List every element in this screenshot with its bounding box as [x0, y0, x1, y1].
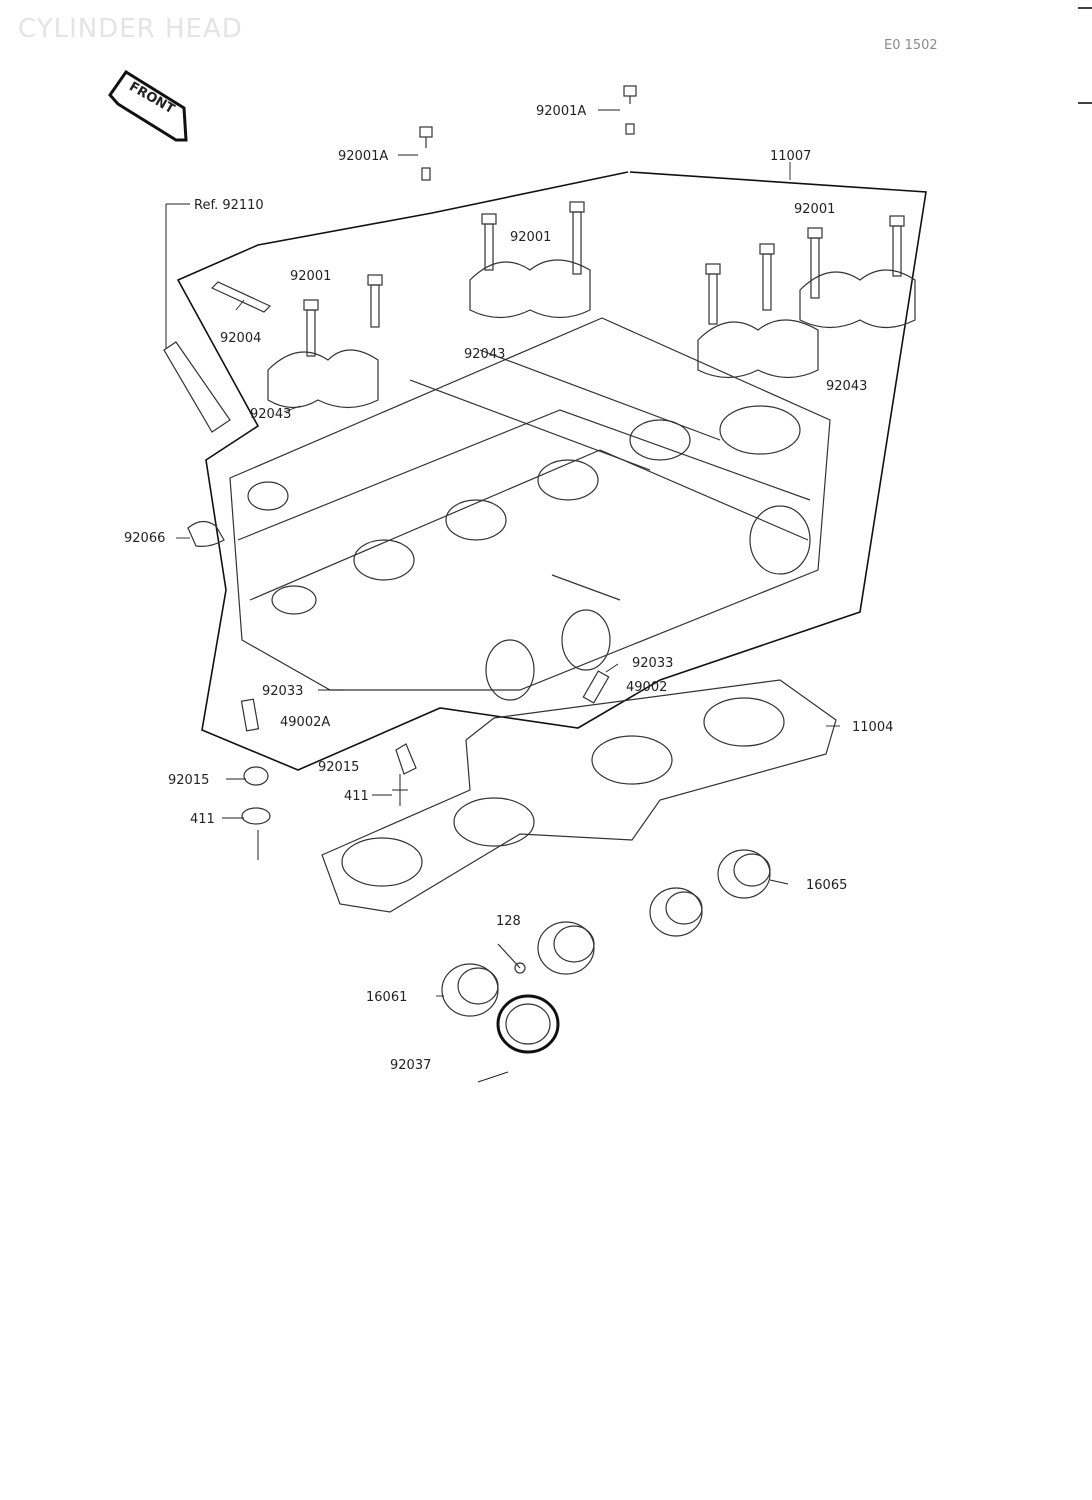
part-label-49002A: 49002A — [280, 715, 330, 730]
diagram-title: CYLINDER HEAD — [18, 14, 243, 44]
camshaft-cap-right-b — [799, 269, 916, 329]
bolt-92001-right — [705, 215, 905, 325]
part-label-92001-right: 92001 — [794, 202, 835, 217]
part-label-11004: 11004 — [852, 720, 893, 735]
screw-128 — [497, 943, 526, 974]
head-gasket-11004 — [321, 679, 837, 913]
part-label-92037: 92037 — [390, 1058, 431, 1073]
part-label-92043-center: 92043 — [464, 347, 505, 362]
part-label-92043-right: 92043 — [826, 379, 867, 394]
part-label-11007: 11007 — [770, 149, 811, 164]
part-label-92001-left: 92001 — [290, 269, 331, 284]
part-label-92015-center: 92015 — [318, 760, 359, 775]
part-label-411-left: 411 — [190, 812, 215, 827]
camshaft-cap-right-a — [697, 319, 819, 379]
part-label-128: 128 — [496, 914, 521, 929]
part-label-92015-left: 92015 — [168, 773, 209, 788]
camshaft-cap-left — [267, 349, 379, 409]
fitting-92015-left — [241, 766, 271, 860]
part-label-92001A-top: 92001A — [536, 104, 586, 119]
part-label-16065: 16065 — [806, 878, 847, 893]
bolt-92001-center — [481, 201, 585, 275]
leader-lines — [166, 109, 840, 997]
plug-92066 — [187, 520, 225, 547]
intake-holder-16061 — [441, 921, 595, 1017]
bolt-92001A-left — [419, 126, 433, 181]
part-label-411-center: 411 — [344, 789, 369, 804]
dowel-pin-92033-right — [582, 670, 610, 704]
bolt-92001-left — [303, 274, 383, 357]
dowel-pin-92033-left — [240, 698, 260, 732]
clamp-92037 — [477, 994, 560, 1083]
part-label-ref: Ref. 92110 — [194, 198, 264, 213]
assembly-boundary-outline — [176, 171, 927, 771]
intake-holder-16065 — [649, 849, 771, 937]
spark-plug-ref — [163, 204, 231, 433]
part-label-92001-center: 92001 — [510, 230, 551, 245]
bolt-92001A-top — [623, 85, 637, 135]
camshaft-cap-center — [469, 259, 591, 319]
part-label-92033-left: 92033 — [262, 684, 303, 699]
stud-92004 — [210, 281, 272, 313]
part-label-92004: 92004 — [220, 331, 261, 346]
front-direction-badge: FRONT — [108, 69, 188, 142]
fitting-92015-center — [392, 743, 417, 806]
cylinder-head-body — [229, 317, 831, 701]
part-label-92001A-left: 92001A — [338, 149, 388, 164]
part-label-92033-right: 92033 — [632, 656, 673, 671]
part-label-16061: 16061 — [366, 990, 407, 1005]
part-label-92043-left: 92043 — [250, 407, 291, 422]
page-reference: E0 1502 — [884, 38, 938, 53]
part-label-92066: 92066 — [124, 531, 165, 546]
part-label-49002: 49002 — [626, 680, 667, 695]
